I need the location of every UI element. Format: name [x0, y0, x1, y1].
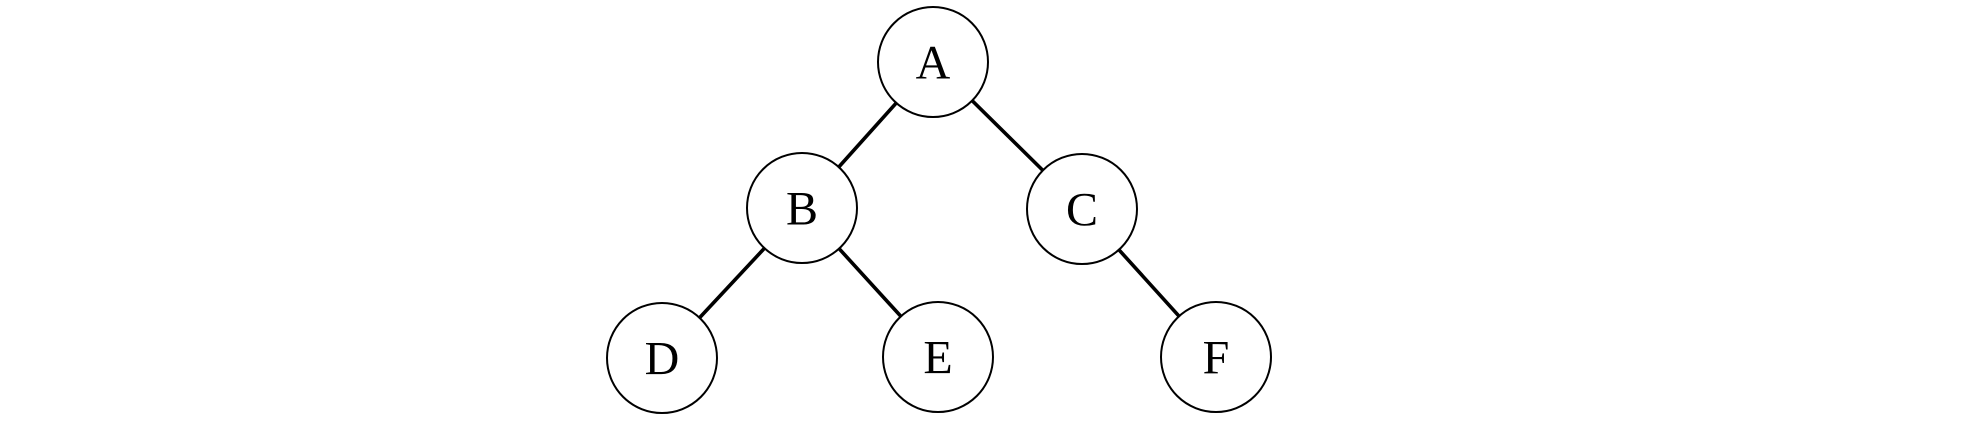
tree-node-label-B: B [786, 183, 818, 236]
tree-node-C: C [1026, 153, 1138, 265]
tree-node-label-C: C [1066, 184, 1098, 237]
tree-node-circle-C [1026, 153, 1138, 265]
tree-node-label-A: A [916, 37, 951, 90]
tree-node-label-D: D [645, 333, 680, 386]
tree-node-circle-F [1160, 301, 1272, 413]
tree-node-circle-B [746, 152, 858, 264]
tree-node-circle-A [877, 6, 989, 118]
tree-node-E: E [882, 301, 994, 413]
tree-node-D: D [606, 302, 718, 414]
tree-node-B: B [746, 152, 858, 264]
tree-node-label-F: F [1203, 332, 1230, 385]
tree-node-circle-D [606, 302, 718, 414]
tree-node-F: F [1160, 301, 1272, 413]
tree-node-circle-E [882, 301, 994, 413]
tree-node-A: A [877, 6, 989, 118]
tree-node-label-E: E [923, 332, 952, 385]
